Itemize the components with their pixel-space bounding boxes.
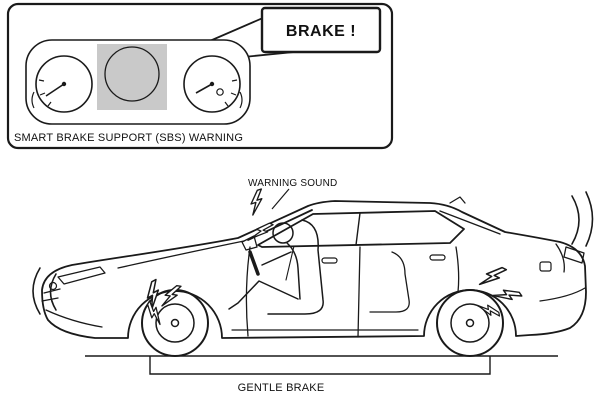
left-gauge-ticks: [38, 79, 52, 107]
driver-figure: [228, 219, 324, 315]
front-rim: [155, 303, 195, 343]
front-grille-lines: [41, 288, 103, 328]
driver-torso: [286, 242, 301, 300]
car-side-illustration: [41, 196, 587, 357]
right-gauge-indicator: [216, 88, 224, 96]
rear-seat: [369, 251, 410, 313]
vibration-arcs-front: [32, 267, 57, 315]
front-door-handle: [321, 257, 338, 264]
driver-arm: [261, 251, 292, 266]
seat-belt: [285, 245, 295, 281]
brake-callout-label: BRAKE !: [286, 23, 356, 40]
rear-rim: [450, 303, 490, 343]
ground-and-bracket: GENTLE BRAKE: [85, 355, 558, 394]
tail-light-icon: [563, 246, 585, 264]
rear-wheel: [436, 289, 504, 357]
center-display-dial: [104, 46, 160, 102]
gentle-brake-bracket: [149, 356, 491, 375]
vibration-arc: [585, 191, 594, 247]
brake-bolt-icon: [478, 261, 508, 293]
side-mirror: [241, 235, 258, 251]
sbs-warning-panel: BRAKE ! SMART BRAKE SUPPORT (SBS) WARNIN…: [6, 2, 394, 150]
left-gauge-needle: [45, 83, 65, 97]
front-door-seam: [245, 246, 251, 337]
roof-antenna: [449, 196, 466, 204]
right-gauge-needle: [195, 83, 213, 94]
rear-bumper-line: [539, 287, 586, 302]
warning-sound-icons: [245, 188, 274, 245]
rear-door-seam: [455, 246, 460, 293]
rear-door-handle: [429, 254, 446, 261]
trunk-seam: [555, 243, 565, 273]
driver-seat: [267, 219, 324, 315]
headlight-icon: [57, 266, 106, 285]
vibration-arc: [571, 195, 580, 245]
rear-tire: [436, 289, 504, 357]
b-pillar-line: [355, 212, 361, 246]
cluster-end-vents: [31, 91, 243, 109]
driver-legs: [228, 280, 299, 310]
right-gauge-icon: [183, 55, 241, 113]
instrument-cluster-icon: [25, 39, 251, 125]
side-windows: [257, 210, 465, 248]
warning-sound-leader-line: [271, 188, 290, 210]
c-pillar-line: [439, 210, 501, 235]
sound-bolt-icon: [245, 188, 269, 216]
vibration-arcs-rear: [571, 191, 594, 247]
vibration-arc: [49, 273, 57, 311]
steering-wheel: [248, 250, 260, 276]
cluster-caption: SMART BRAKE SUPPORT (SBS) WARNING: [14, 132, 243, 144]
car-body-outline: [41, 200, 587, 339]
driver-head: [272, 222, 294, 244]
hood-line: [117, 240, 245, 269]
warning-sound-label: WARNING SOUND: [248, 178, 337, 189]
vibration-arc: [32, 267, 41, 315]
front-emblem: [48, 281, 58, 291]
left-gauge-icon: [35, 55, 93, 113]
fuel-door: [539, 261, 552, 272]
center-display: [97, 44, 167, 110]
speech-bubble: [260, 6, 382, 54]
warning-sound-annotation: WARNING SOUND: [248, 178, 337, 210]
rear-hub: [465, 318, 475, 328]
center-door-seam: [357, 246, 361, 338]
front-hub: [170, 318, 180, 328]
gentle-brake-label: GENTLE BRAKE: [238, 382, 325, 394]
right-gauge-ticks: [224, 79, 238, 107]
